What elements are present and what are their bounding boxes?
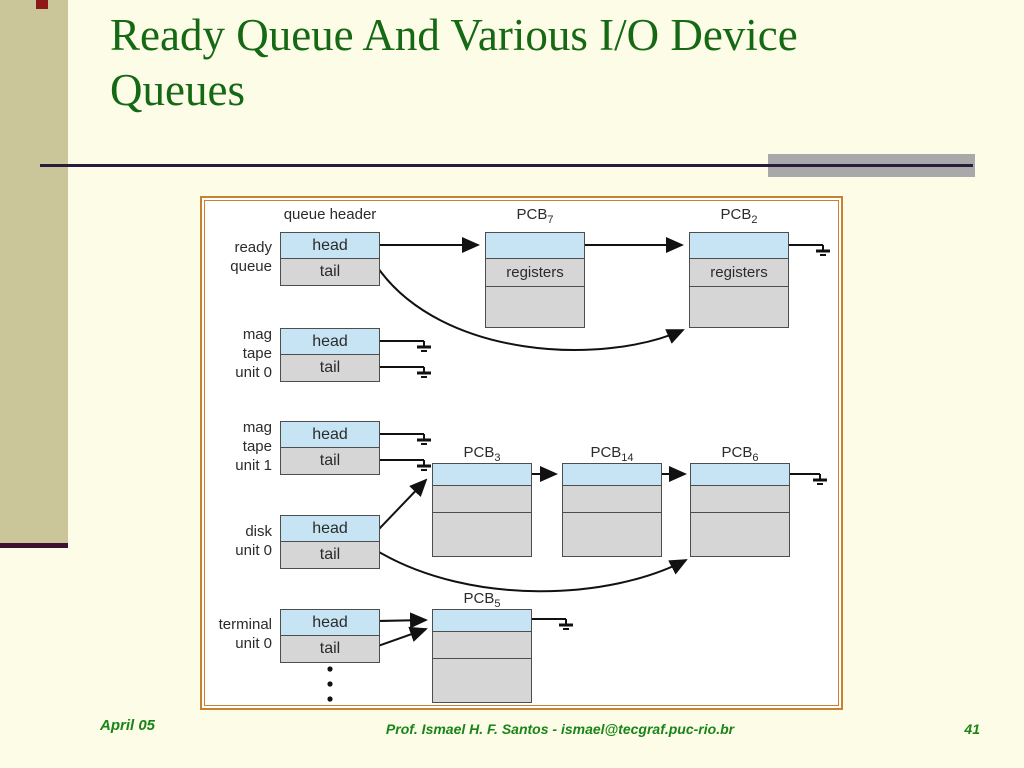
left-accent-band	[0, 0, 68, 546]
pcb7-label: PCB7	[516, 206, 554, 226]
pcb6-label: PCB6	[721, 444, 759, 464]
footer-date: April 05	[100, 717, 156, 734]
queue-label-ready: ready queue	[230, 239, 272, 276]
pcb3-body	[433, 513, 531, 556]
head-cell: head	[281, 329, 379, 355]
queue-header-label: queue header	[283, 206, 377, 223]
pcb3-label: PCB3	[463, 444, 501, 464]
pcb3-registers-field	[433, 486, 531, 513]
pcb7-body	[486, 287, 584, 327]
head-cell: head	[281, 610, 379, 636]
pcb5-box	[432, 609, 532, 703]
queue-box-mag-tape-0: head tail	[280, 328, 380, 382]
pcb2-box: registers	[689, 232, 789, 328]
queue-diagram: queue header PCB7 PCB2 ready queue head …	[202, 198, 841, 708]
pcb7-box: registers	[485, 232, 585, 328]
pcb14-label: PCB14	[590, 444, 634, 464]
footer-page-number: 41	[964, 721, 980, 737]
pcb14-registers-field	[563, 486, 661, 513]
queue-box-ready: head tail	[280, 232, 380, 286]
queue-label-mag-tape-1: mag tape unit 1	[235, 419, 272, 475]
pcb2-link-field	[690, 233, 788, 259]
pcb5-registers-field	[433, 632, 531, 659]
pcb5-label: PCB5	[463, 590, 501, 610]
pcb6-link-field	[691, 464, 789, 486]
pcb2-label: PCB2	[720, 206, 758, 226]
pcb6-registers-field	[691, 486, 789, 513]
pcb7-link-field	[486, 233, 584, 259]
pcb6-body	[691, 513, 789, 556]
pcb2-registers-field: registers	[690, 259, 788, 287]
footer-credit: Prof. Ismael H. F. Santos - ismael@tecgr…	[385, 721, 735, 737]
queue-label-mag-tape-0: mag tape unit 0	[235, 326, 272, 382]
queue-box-mag-tape-1: head tail	[280, 421, 380, 475]
pcb14-link-field	[563, 464, 661, 486]
pcb6-box	[690, 463, 790, 557]
pcb3-link-field	[433, 464, 531, 486]
tail-cell: tail	[281, 448, 379, 474]
pcb14-box	[562, 463, 662, 557]
diagram-frame-inner-border	[204, 200, 839, 706]
head-cell: head	[281, 233, 379, 259]
title-line-1: Ready Queue And Various I/O Device	[110, 10, 798, 60]
ellipsis-dots	[327, 293, 742, 702]
queue-label-disk-0: disk unit 0	[235, 523, 272, 560]
title-rule-line	[40, 164, 973, 167]
tail-cell: tail	[281, 355, 379, 381]
queue-box-terminal-0: head tail	[280, 609, 380, 663]
pcb5-body	[433, 659, 531, 702]
diagram-frame: queue header PCB7 PCB2 ready queue head …	[200, 196, 843, 710]
pcb14-body	[563, 513, 661, 556]
head-cell: head	[281, 516, 379, 542]
pcb3-box	[432, 463, 532, 557]
tail-cell: tail	[281, 542, 379, 568]
head-cell: head	[281, 422, 379, 448]
left-band-underline	[0, 543, 68, 548]
title-line-2: Queues	[110, 64, 245, 115]
queue-box-disk-0: head tail	[280, 515, 380, 569]
pcb5-link-field	[433, 610, 531, 632]
queue-label-terminal-0: terminal unit 0	[218, 616, 272, 653]
pcb2-body	[690, 287, 788, 327]
red-accent-mark	[36, 0, 48, 9]
pcb7-registers-field: registers	[486, 259, 584, 287]
tail-cell: tail	[281, 636, 379, 662]
tail-cell: tail	[281, 259, 379, 285]
page-title: Ready Queue And Various I/O Device Queue…	[110, 8, 980, 118]
